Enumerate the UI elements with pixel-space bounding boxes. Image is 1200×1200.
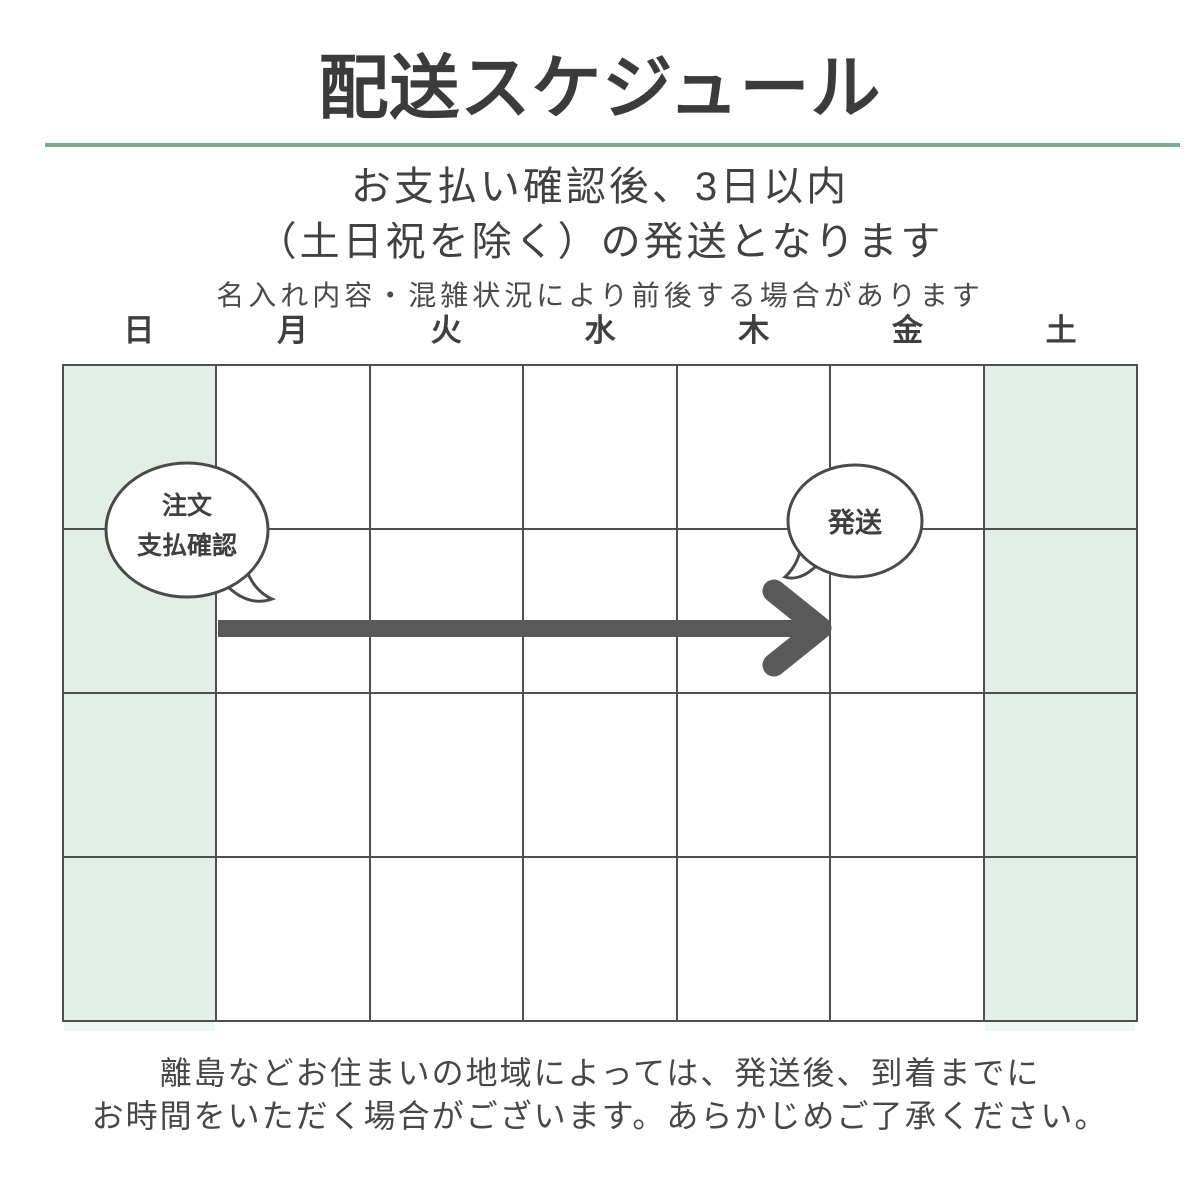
calendar-cell-r2c6 bbox=[831, 530, 983, 692]
calendar-cell-r2c4 bbox=[524, 530, 676, 692]
weekend-column-shadow-left bbox=[64, 1022, 214, 1031]
day-header-tuesday: 火 bbox=[430, 313, 462, 348]
calendar-grid bbox=[62, 364, 1138, 1022]
calendar-cell-r4c2 bbox=[217, 858, 369, 1020]
calendar-cell-r1c6 bbox=[831, 366, 983, 528]
footer-note-line1: 離島などお住まいの地域によっては、発送後、到着までに bbox=[159, 1055, 1041, 1091]
day-header-sunday: 日 bbox=[123, 313, 155, 348]
calendar-cell-r3c4 bbox=[524, 694, 676, 856]
page-title: 配送スケジュール bbox=[318, 49, 882, 127]
green-divider-line bbox=[45, 143, 1180, 147]
footer-note-line2: お時間をいただく場合がございます。あらかじめご了承ください。 bbox=[91, 1098, 1109, 1134]
calendar-cell-r3c1 bbox=[64, 694, 216, 856]
subtitle-line-2: （土日祝を除く）の発送となります bbox=[256, 220, 944, 264]
calendar-cell-r2c1 bbox=[64, 530, 216, 692]
calendar-cell-r2c5 bbox=[677, 530, 830, 692]
calendar-cell-r4c3 bbox=[370, 858, 523, 1020]
calendar-cell-r2c3 bbox=[370, 530, 523, 692]
weekend-column-shadow-right bbox=[985, 1022, 1135, 1031]
calendar-cell-r1c2 bbox=[217, 366, 369, 528]
calendar-cell-r4c1 bbox=[64, 858, 216, 1020]
calendar-cell-r2c2 bbox=[217, 530, 369, 692]
calendar-cell-r1c3 bbox=[370, 366, 523, 528]
calendar-cell-r3c6 bbox=[831, 694, 983, 856]
calendar-cell-r4c7 bbox=[984, 858, 1136, 1020]
calendar-cell-r1c1 bbox=[64, 366, 216, 528]
day-header-monday: 月 bbox=[277, 313, 309, 348]
day-header-friday: 金 bbox=[891, 313, 923, 348]
calendar-cell-r4c5 bbox=[677, 858, 830, 1020]
day-header-saturday: 土 bbox=[1045, 313, 1077, 348]
calendar-cell-r1c7 bbox=[984, 366, 1136, 528]
calendar-cell-r3c2 bbox=[217, 694, 369, 856]
calendar-cell-r3c5 bbox=[677, 694, 830, 856]
lead-time-note: 名入れ内容・混雑状況により前後する場合があります bbox=[216, 280, 984, 311]
calendar-cell-r4c6 bbox=[831, 858, 983, 1020]
subtitle-line-1: お支払い確認後、3日以内 bbox=[350, 165, 850, 209]
day-header-thursday: 木 bbox=[738, 313, 770, 348]
calendar-cell-r4c4 bbox=[524, 858, 676, 1020]
calendar-cell-r1c4 bbox=[524, 366, 676, 528]
calendar-cell-r2c7 bbox=[984, 530, 1136, 692]
calendar-cell-r3c7 bbox=[984, 694, 1136, 856]
calendar-cell-r1c5 bbox=[677, 366, 830, 528]
weekday-header-row: 日 月 火 水 木 金 土 bbox=[62, 305, 1138, 350]
day-header-wednesday: 水 bbox=[584, 313, 616, 348]
calendar-cell-r3c3 bbox=[370, 694, 523, 856]
